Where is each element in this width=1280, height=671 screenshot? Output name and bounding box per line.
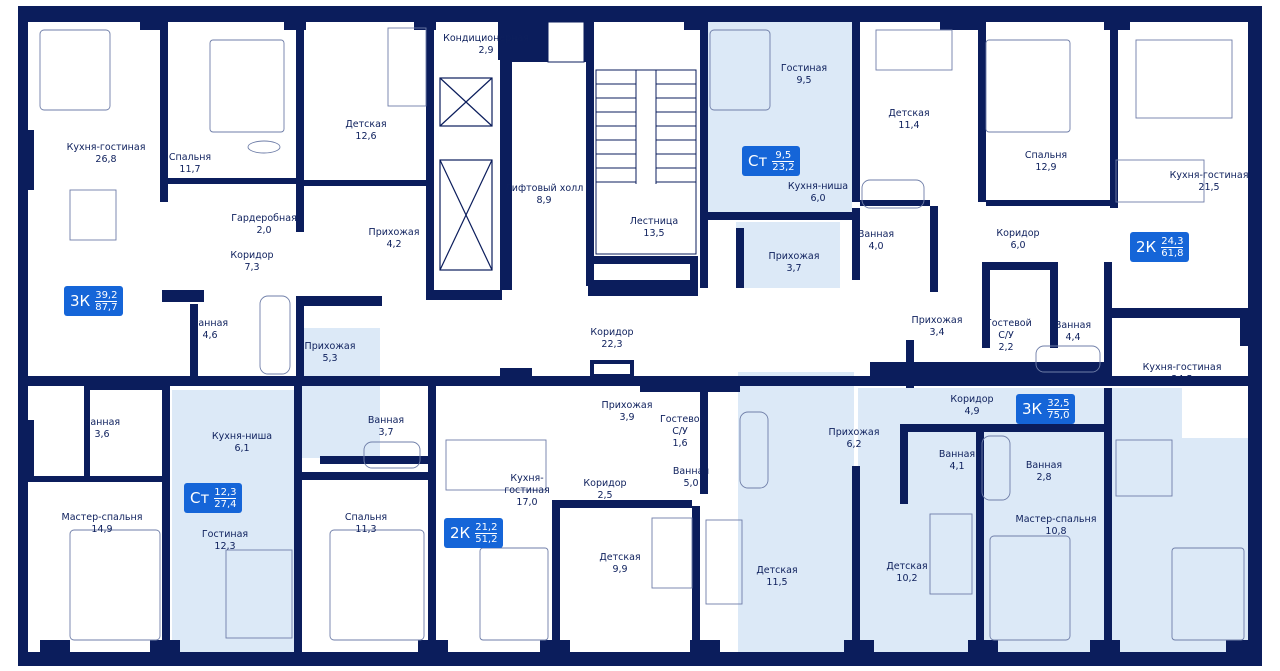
highlighted-studio-bottom[interactable] bbox=[172, 328, 380, 652]
staircase bbox=[595, 69, 697, 255]
walls bbox=[18, 6, 1262, 666]
lift-shafts bbox=[439, 77, 493, 271]
furniture bbox=[39, 27, 1245, 641]
highlighted-studio-top[interactable] bbox=[706, 22, 852, 288]
